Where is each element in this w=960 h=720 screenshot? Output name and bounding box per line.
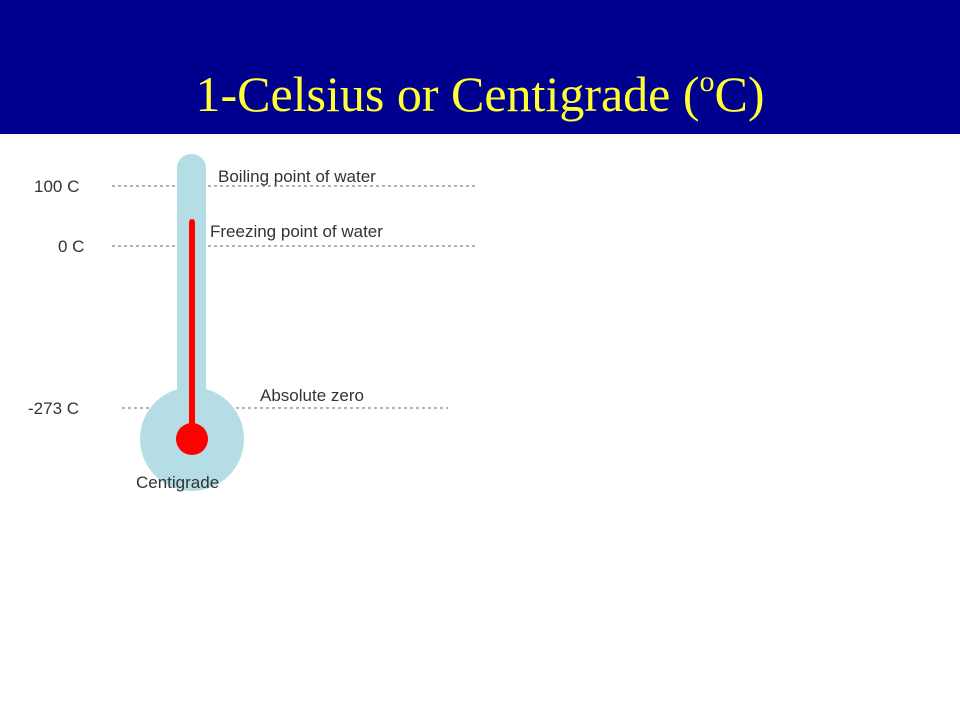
slide-title: 1-Celsius or Centigrade (oC) xyxy=(0,58,960,130)
absolute-zero-label: Absolute zero xyxy=(260,386,364,405)
boiling-point-label: Boiling point of water xyxy=(218,167,376,186)
title-bar xyxy=(0,0,960,134)
scale-label-0: 0 C xyxy=(58,237,84,256)
scale-label-100: 100 C xyxy=(34,177,79,196)
scale-label-minus-273: -273 C xyxy=(28,399,79,418)
mercury-bulb xyxy=(176,423,208,455)
title-main: 1-Celsius or Centigrade ( xyxy=(195,66,700,122)
title-degree-sup: o xyxy=(699,65,715,98)
scale-name-label: Centigrade xyxy=(136,473,219,492)
title-suffix: C) xyxy=(714,66,765,122)
thermometer-diagram: 100 C 0 C -273 C Boiling point of water … xyxy=(28,154,478,492)
freezing-point-label: Freezing point of water xyxy=(210,222,383,241)
